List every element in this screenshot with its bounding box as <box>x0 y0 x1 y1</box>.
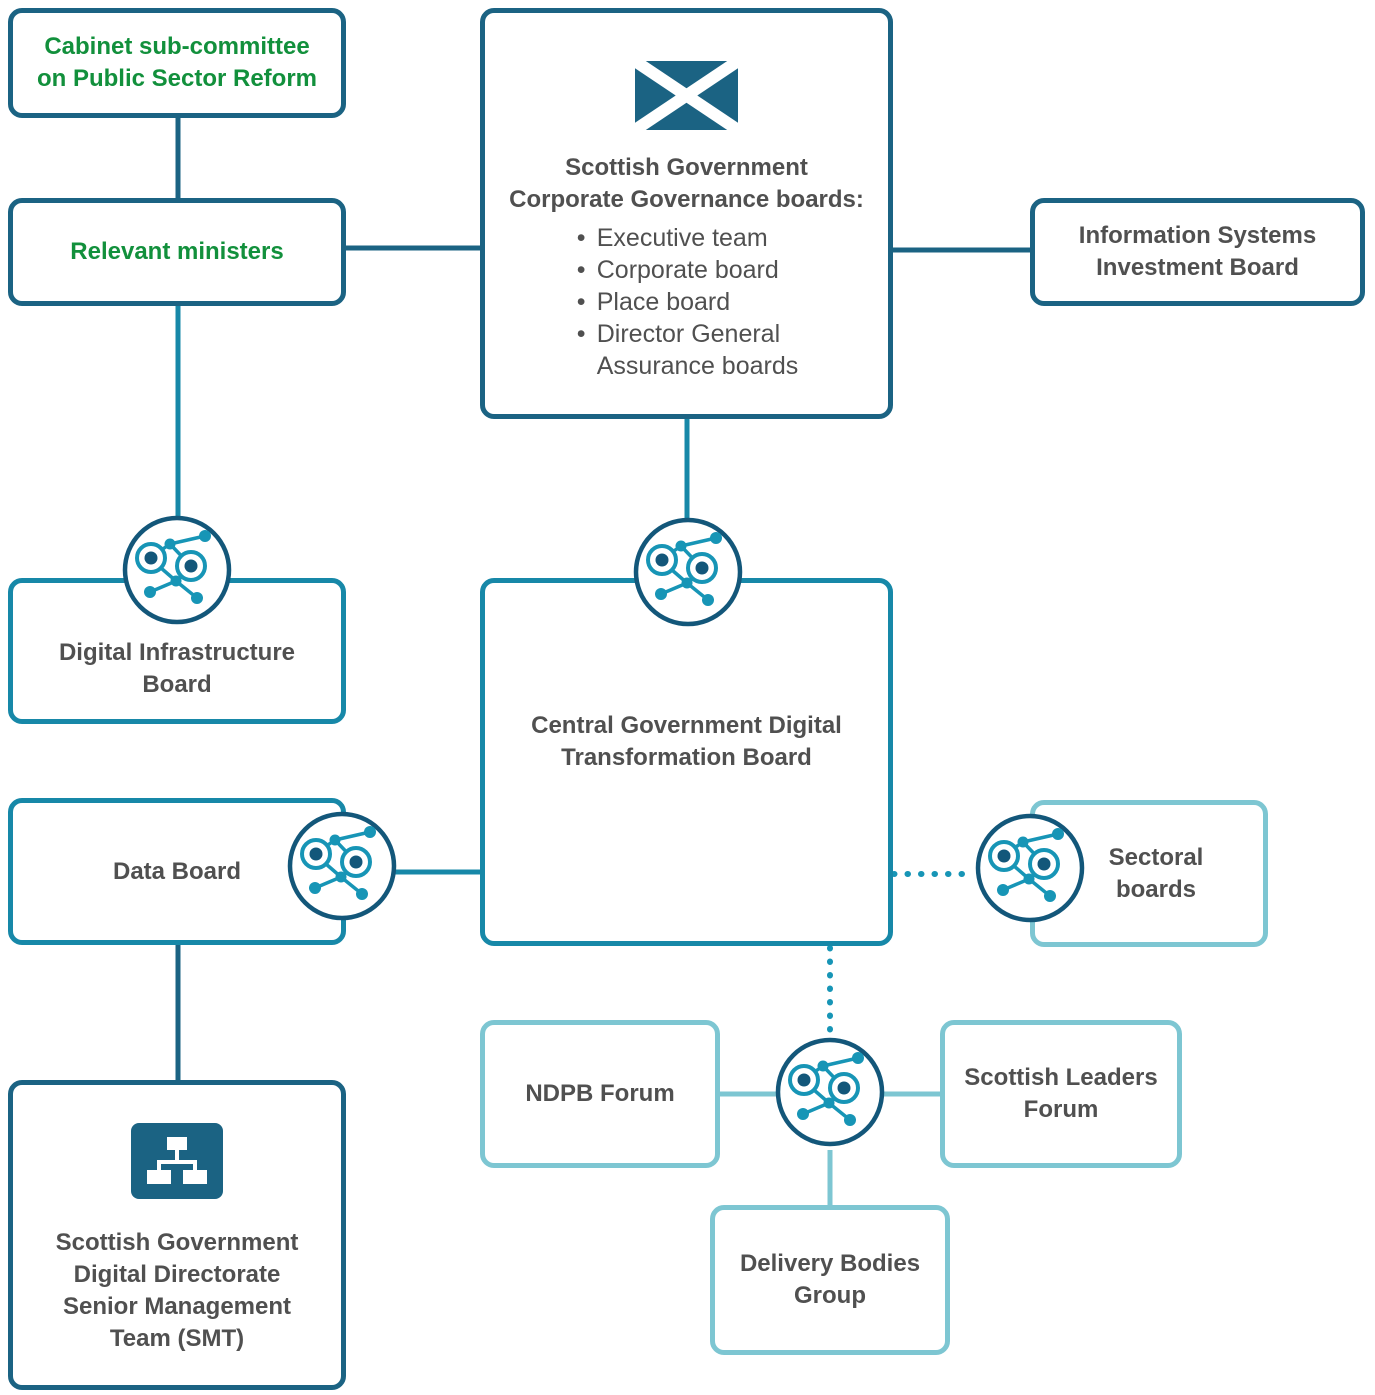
hub-digital-infra-network-icon <box>121 514 233 626</box>
hub-delivery-network-icon <box>774 1036 886 1148</box>
digital-infra-label-line-1: Digital Infrastructure <box>58 639 296 666</box>
cabinet-subcommittee-box: Cabinet sub-committee on Public Sector R… <box>8 8 346 118</box>
ndpb-label: NDPB Forum <box>525 1080 675 1107</box>
sectoral-label-line-1: Sectoral <box>1108 843 1204 871</box>
delivery-bodies-group-box: Delivery Bodies Group <box>710 1205 950 1355</box>
org-chart-icon <box>131 1123 223 1199</box>
governance-board-list: Executive team Corporate board Place boa… <box>575 222 799 382</box>
central-government-digital-transformation-board-box: Central Government Digital Transformatio… <box>480 578 893 946</box>
smt-label-line-3: Senior Management <box>62 1293 292 1320</box>
scottish-leaders-forum-box: Scottish Leaders Forum <box>940 1020 1182 1168</box>
cabinet-label-line-2: on Public Sector Reform <box>36 65 318 92</box>
sg-corporate-governance-box: Scottish Government Corporate Governance… <box>480 8 893 419</box>
hub-sectoral-network-icon <box>974 812 1086 924</box>
hub-data-board-network-icon <box>286 810 398 922</box>
is-investment-label-line-2: Investment Board <box>1096 254 1299 281</box>
data-board-label: Data Board <box>112 857 242 885</box>
digital-infra-label-line-2: Board <box>142 671 212 698</box>
governance-list-item: Place board <box>575 286 799 318</box>
relevant-ministers-box: Relevant ministers <box>8 198 346 306</box>
governance-list-item-continuation: Assurance boards <box>596 352 799 380</box>
smt-label-line-4: Team (SMT) <box>109 1325 245 1352</box>
governance-list-item: Corporate board <box>575 254 799 286</box>
leaders-label-line-2: Forum <box>1023 1096 1099 1123</box>
smt-label-line-1: Scottish Government <box>55 1229 299 1256</box>
leaders-label-line-1: Scottish Leaders <box>964 1064 1158 1091</box>
sg-corporate-title-line-1: Scottish Government <box>565 154 808 181</box>
governance-list-item: Executive team <box>575 222 799 254</box>
delivery-label-line-2: Group <box>794 1282 866 1309</box>
hub-central-gov-network-icon <box>632 516 744 628</box>
central-gov-label-line-1: Central Government Digital <box>531 712 842 739</box>
digital-directorate-smt-box: Scottish Government Digital Directorate … <box>8 1080 346 1390</box>
cabinet-label-line-1: Cabinet sub-committee <box>44 33 310 60</box>
smt-label-line-2: Digital Directorate <box>73 1261 281 1288</box>
ministers-label: Relevant ministers <box>70 238 284 265</box>
scottish-saltire-flag-icon <box>635 61 738 130</box>
is-investment-label-line-1: Information Systems <box>1078 222 1317 249</box>
central-gov-label-line-2: Transformation Board <box>561 744 812 771</box>
sectoral-label-line-2: boards <box>1115 875 1196 903</box>
ndpb-forum-box: NDPB Forum <box>480 1020 720 1168</box>
information-systems-investment-board-box: Information Systems Investment Board <box>1030 198 1365 306</box>
sg-corporate-title-line-2: Corporate Governance boards: <box>509 186 864 213</box>
delivery-label-line-1: Delivery Bodies <box>739 1250 921 1277</box>
governance-list-item: Director General <box>575 318 799 350</box>
